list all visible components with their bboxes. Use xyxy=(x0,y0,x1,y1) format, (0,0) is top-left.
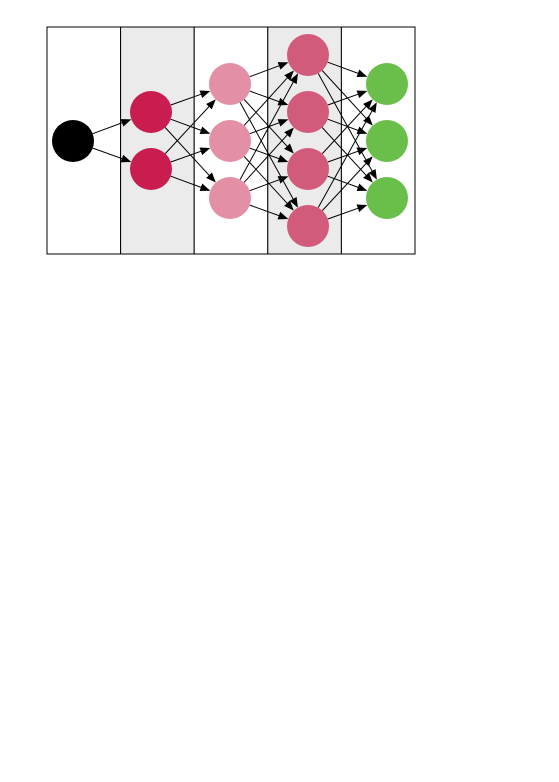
edge-layer3-3-to-output-2 xyxy=(327,204,368,220)
edge-layer2-2-to-layer3-0 xyxy=(239,73,298,180)
node-layer3-0 xyxy=(287,34,329,76)
edge-layer3-1-to-output-0 xyxy=(327,90,368,106)
edge-layer3-3-to-output-1 xyxy=(321,156,373,211)
node-output-0 xyxy=(366,63,408,105)
edge-layer2-2-to-layer3-3 xyxy=(249,204,289,220)
edge-layer2-2-to-layer3-2 xyxy=(249,176,289,192)
edge-layer1-1-to-layer2-2 xyxy=(170,175,211,192)
node-layer3-3 xyxy=(287,205,329,247)
edge-layer2-0-to-layer3-0 xyxy=(249,62,289,78)
node-output-1 xyxy=(366,120,408,162)
node-layer2-0 xyxy=(209,63,251,105)
node-layer3-2 xyxy=(287,148,329,190)
edge-layer2-1-to-layer3-0 xyxy=(243,70,294,126)
node-layer2-2 xyxy=(209,177,251,219)
node-layer2-1 xyxy=(209,120,251,162)
neurons xyxy=(52,34,408,247)
edge-layer2-2-to-layer3-1 xyxy=(243,127,294,183)
node-input-0 xyxy=(52,120,94,162)
node-output-2 xyxy=(366,177,408,219)
edge-layer1-0-to-layer2-0 xyxy=(170,90,211,106)
edge-input-0-to-layer1-0 xyxy=(92,119,132,135)
edge-layer3-0-to-output-0 xyxy=(327,61,368,78)
node-layer1-0 xyxy=(130,91,172,133)
edge-layer1-1-to-layer2-1 xyxy=(170,147,211,163)
node-layer3-1 xyxy=(287,91,329,133)
edge-layer3-3-to-output-0 xyxy=(317,102,377,208)
diagram-frame xyxy=(46,26,416,255)
edge-layer3-2-to-output-0 xyxy=(321,99,373,154)
column-layer1 xyxy=(120,26,195,255)
edge-layer1-1-to-layer2-0 xyxy=(164,99,216,154)
connections xyxy=(92,61,377,220)
node-layer1-1 xyxy=(130,148,172,190)
edge-input-0-to-layer1-1 xyxy=(92,147,132,163)
